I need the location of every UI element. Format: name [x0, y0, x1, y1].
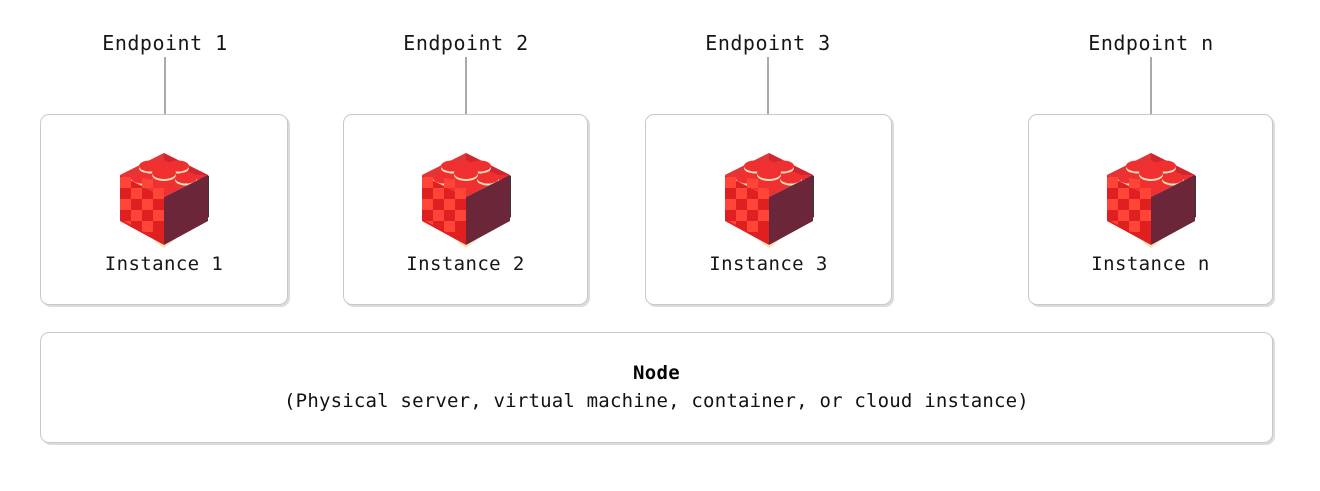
node-subtitle: (Physical server, virtual machine, conta…: [284, 389, 1029, 412]
connector-line-2: [465, 57, 467, 115]
connector-line-1: [164, 57, 166, 115]
instance-label-1: Instance 1: [104, 253, 224, 275]
endpoint-label-n: Endpoint n: [1088, 31, 1214, 55]
instance-label-2: Instance 2: [406, 253, 525, 275]
endpoint-label-2: Endpoint 2: [403, 31, 529, 55]
redis-cube-icon: [717, 147, 821, 251]
node-box[interactable]: Node (Physical server, virtual machine, …: [40, 332, 1273, 443]
instance-label-3: Instance 3: [709, 253, 828, 275]
instance-box-n[interactable]: Instance n: [1028, 114, 1273, 305]
endpoint-label-1: Endpoint 1: [102, 31, 228, 55]
endpoint-label-3: Endpoint 3: [705, 31, 831, 55]
redis-cube-icon: [414, 147, 518, 251]
instance-box-3[interactable]: Instance 3: [645, 114, 892, 305]
redis-cube-icon: [112, 147, 216, 251]
redis-cube-icon: [1099, 147, 1203, 251]
instance-box-2[interactable]: Instance 2: [343, 114, 588, 305]
instance-label-n: Instance n: [1091, 253, 1210, 275]
connector-line-3: [767, 57, 769, 115]
connector-line-n: [1150, 57, 1152, 115]
node-title: Node: [633, 361, 680, 384]
instance-box-1[interactable]: Instance 1: [40, 114, 288, 305]
